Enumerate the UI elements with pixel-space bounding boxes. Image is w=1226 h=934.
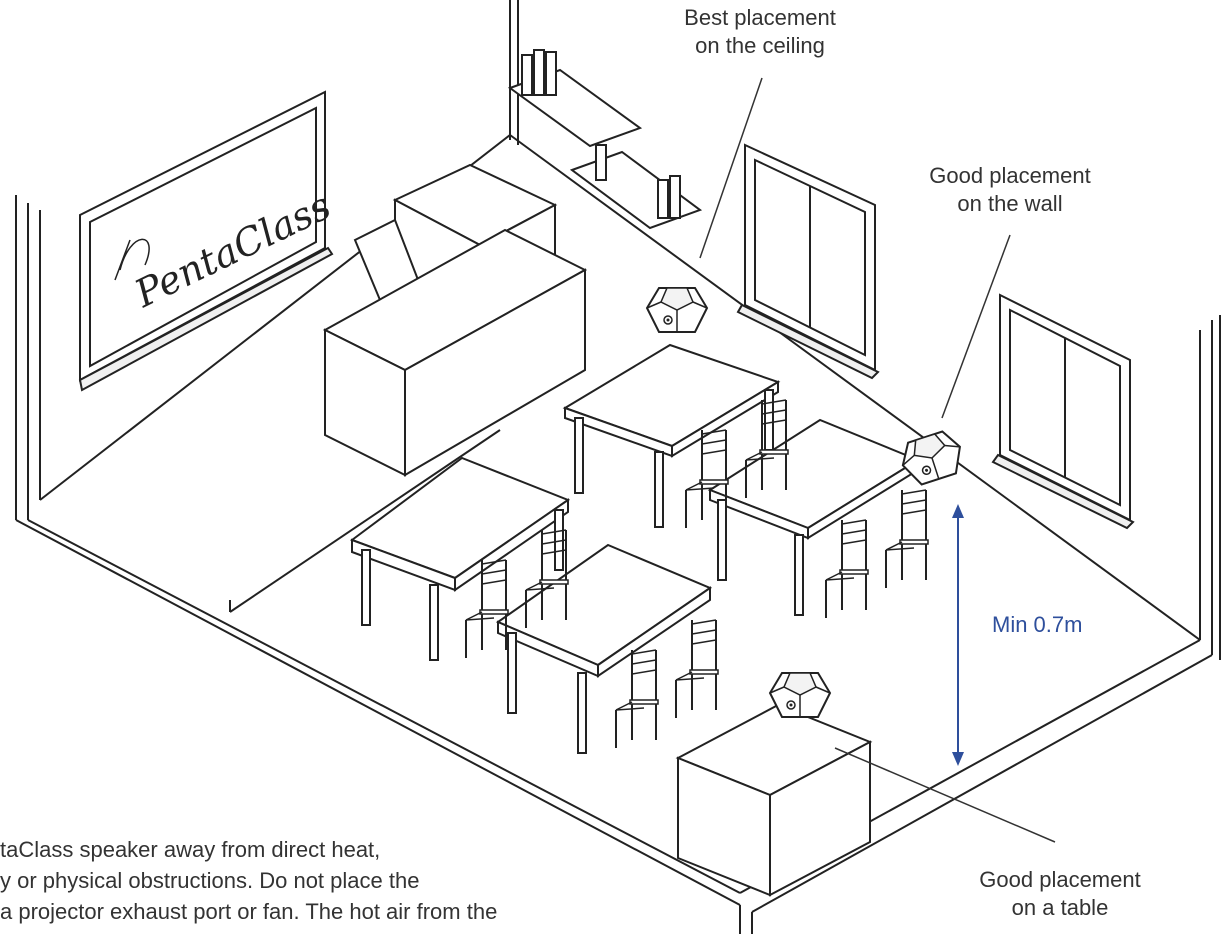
wall-shelves [507, 49, 703, 230]
dimension-label: Min 0.7m [992, 612, 1083, 637]
label-table: Good placement on a table [979, 867, 1141, 920]
height-dimension-arrow [952, 504, 964, 766]
speaker-ceiling-icon [646, 287, 708, 333]
label-ceiling: Best placement on the ceiling [684, 5, 836, 58]
note-line: taClass speaker away from direct heat, [0, 837, 381, 862]
student-desks [349, 343, 921, 754]
speaker-table-icon [769, 672, 831, 718]
teacher-desk [322, 163, 588, 477]
leader-lines [699, 77, 1056, 843]
board-brand: PentaClass [127, 183, 337, 316]
note-line: a projector exhaust port or fan. The hot… [0, 899, 498, 924]
side-table [675, 703, 873, 897]
windows [736, 143, 1135, 530]
whiteboard [78, 90, 334, 392]
label-wall: Good placement on the wall [929, 163, 1091, 216]
speaker-wall-icon [895, 426, 969, 490]
instruction-note: taClass speaker away from direct heat, y… [0, 834, 640, 927]
note-line: y or physical obstructions. Do not place… [0, 868, 420, 893]
